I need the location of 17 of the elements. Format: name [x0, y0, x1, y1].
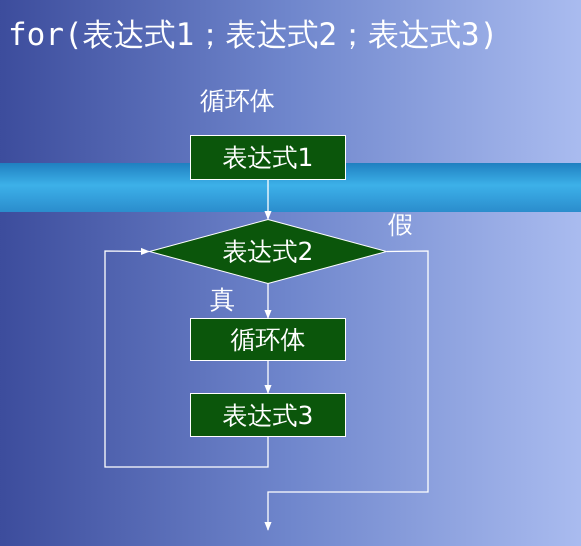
node-text: 表达式2: [222, 236, 314, 268]
node-text: 表达式1: [222, 142, 314, 174]
arrow: [264, 361, 272, 394]
process-box: [190, 135, 346, 180]
title: for(表达式1；表达式2；表达式3): [8, 16, 498, 55]
node-text: 表达式3: [222, 400, 314, 432]
edge-label: 真: [210, 284, 235, 316]
text-label: 循环体: [200, 85, 275, 117]
arrow: [264, 284, 272, 319]
edge-label: 假: [388, 209, 413, 241]
arrow: [104, 248, 269, 468]
process-box: [190, 318, 346, 361]
decision-diamond: [149, 219, 387, 284]
node-text: 循环体: [230, 324, 306, 356]
process-box: [190, 393, 346, 437]
arrow: [264, 180, 272, 220]
arrow: [264, 250, 429, 531]
